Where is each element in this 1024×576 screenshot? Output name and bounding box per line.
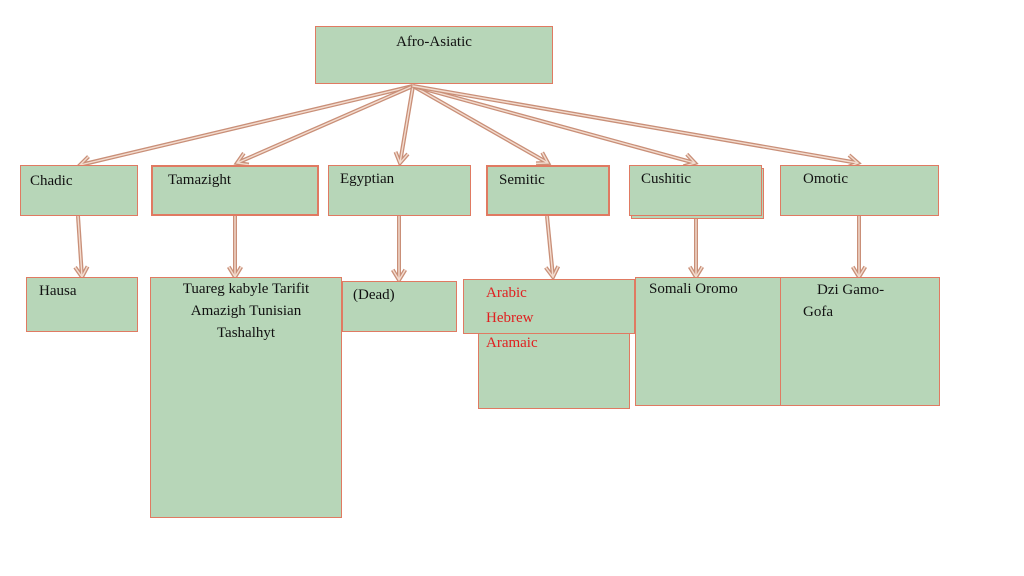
leaf-label: Tuareg kabyle Tarifit Amazigh Tunisian T… (182, 281, 310, 341)
branch-label: Chadic (30, 173, 73, 189)
branch-label: Semitic (499, 172, 545, 188)
arrow-connector (393, 85, 415, 167)
arrow-connector (233, 84, 414, 167)
root-label: Afro-Asiatic (396, 34, 472, 50)
leaf-label: Somali Oromo (649, 281, 738, 297)
root-node-afro-asiatic: Afro-Asiatic (315, 26, 553, 84)
branch-chadic: Chadic (20, 165, 138, 216)
leaf-label: Dzi Gamo-Gofa (803, 282, 885, 320)
arrow-connector (227, 216, 243, 281)
leaf-semitic-front: Arabic Hebrew Aramaic (463, 279, 635, 351)
arrow-connector (412, 84, 862, 170)
leaf-label: Arabic (486, 285, 527, 301)
leaf-tamazight-languages: Tuareg kabyle Tarifit Amazigh Tunisian T… (150, 277, 342, 518)
branch-label: Cushitic (641, 171, 692, 187)
arrow-connector (851, 216, 867, 281)
arrow-connector (412, 84, 552, 166)
leaf-label: (Dead) (353, 287, 395, 303)
leaf-label: Hausa (39, 283, 77, 299)
branch-label: Egyptian (340, 171, 395, 187)
arrow-connector (76, 84, 414, 171)
branch-label: Omotic (803, 171, 848, 187)
leaf-omotic-languages: Dzi Gamo-Gofa (780, 277, 940, 406)
leaf-egyptian-dead: (Dead) (342, 281, 457, 332)
branch-label: Tamazight (168, 172, 232, 188)
branch-omotic: Omotic (780, 165, 939, 216)
arrow-connector (73, 215, 90, 281)
branch-cushitic: Cushitic (629, 165, 762, 216)
leaf-label: Aramaic (486, 335, 538, 351)
branch-tamazight: Tamazight (151, 165, 319, 216)
branch-egyptian: Egyptian (328, 165, 471, 216)
arrow-connector (412, 84, 699, 169)
leaf-semitic-back (478, 333, 630, 409)
leaf-label: Hebrew (486, 310, 534, 326)
arrow-connector (544, 215, 561, 281)
leaf-hausa: Hausa (26, 277, 138, 332)
leaf-cushitic-languages: Somali Oromo (635, 277, 781, 406)
arrow-connector (391, 216, 407, 284)
arrow-connector (688, 216, 704, 281)
branch-semitic: Semitic (486, 165, 610, 216)
